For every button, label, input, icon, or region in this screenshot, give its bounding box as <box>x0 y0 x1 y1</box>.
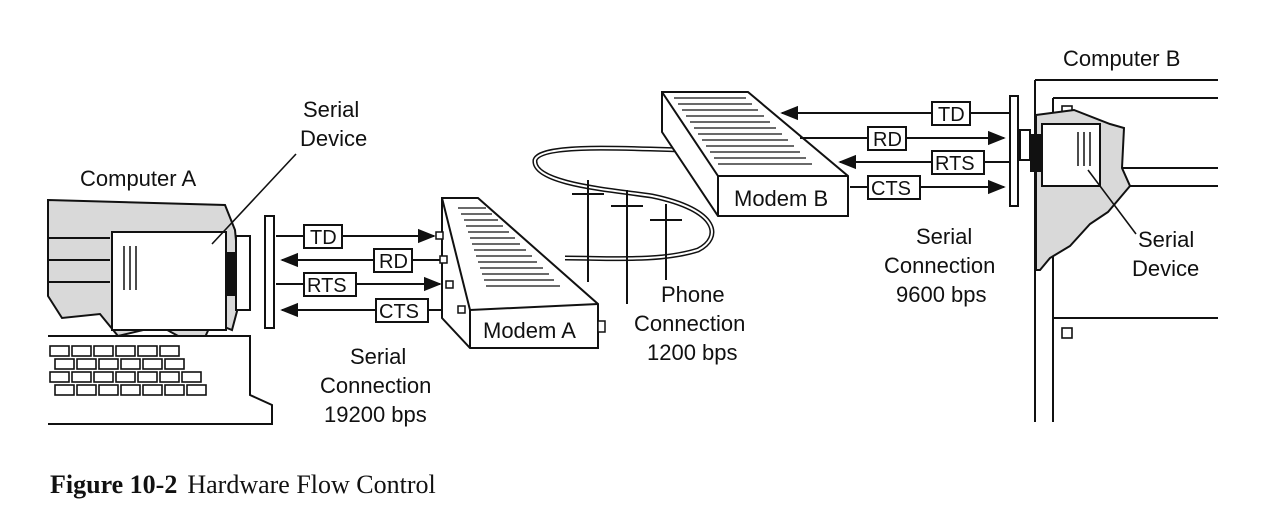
signal-labels-a: TD RD RTS CTS <box>303 224 429 323</box>
serial-device-b-leader <box>1087 169 1137 235</box>
signal-a-rts: RTS <box>307 275 347 297</box>
serial-device-a-leader <box>211 153 297 245</box>
serial-conn-b-label-3: 9600 bps <box>896 282 987 307</box>
figure-number: Figure 10-2 <box>50 470 178 499</box>
signal-b-td: TD <box>938 104 965 126</box>
modem-b-label: Modem B <box>734 186 828 211</box>
signal-b-cts: CTS <box>871 178 911 200</box>
signal-a-rd: RD <box>379 251 408 273</box>
signal-b-rd: RD <box>873 129 902 151</box>
modem-a-label: Modem A <box>483 318 576 343</box>
serial-conn-b-label-2: Connection <box>884 253 995 278</box>
phone-label-3: 1200 bps <box>647 340 738 365</box>
serial-device-b-label-1: Serial <box>1138 227 1194 252</box>
computer-a <box>47 198 275 425</box>
figure-caption: Figure 10-2 Hardware Flow Control <box>50 470 436 500</box>
modem-a <box>435 197 606 349</box>
computer-b <box>1009 79 1218 422</box>
connector-plate-b <box>1009 95 1019 207</box>
serial-conn-b-label-1: Serial <box>916 224 972 249</box>
serial-conn-a-label-3: 19200 bps <box>324 402 427 427</box>
serial-device-b-label-2: Device <box>1132 256 1199 281</box>
keyboard <box>49 345 207 396</box>
phone-label-2: Connection <box>634 311 745 336</box>
phone-label-1: Phone <box>661 282 725 307</box>
signal-a-td: TD <box>310 227 337 249</box>
serial-conn-a-label-2: Connection <box>320 373 431 398</box>
signal-a-cts: CTS <box>379 301 419 323</box>
serial-device-a <box>111 231 251 331</box>
serial-device-b <box>1019 123 1101 187</box>
hardware-flow-control-diagram: Computer A Serial Device TD RD RTS CTS S… <box>47 46 1218 427</box>
serial-device-a-label-1: Serial <box>303 97 359 122</box>
figure-title: Hardware Flow Control <box>187 470 436 499</box>
signal-labels-b: TD RD RTS CTS <box>867 101 985 200</box>
connector-plate-a <box>264 215 275 329</box>
modem-b <box>661 91 849 217</box>
computer-b-label: Computer B <box>1063 46 1180 71</box>
computer-a-label: Computer A <box>80 166 196 191</box>
signal-b-rts: RTS <box>935 153 975 175</box>
serial-conn-a-label-1: Serial <box>350 344 406 369</box>
serial-device-a-label-2: Device <box>300 126 367 151</box>
